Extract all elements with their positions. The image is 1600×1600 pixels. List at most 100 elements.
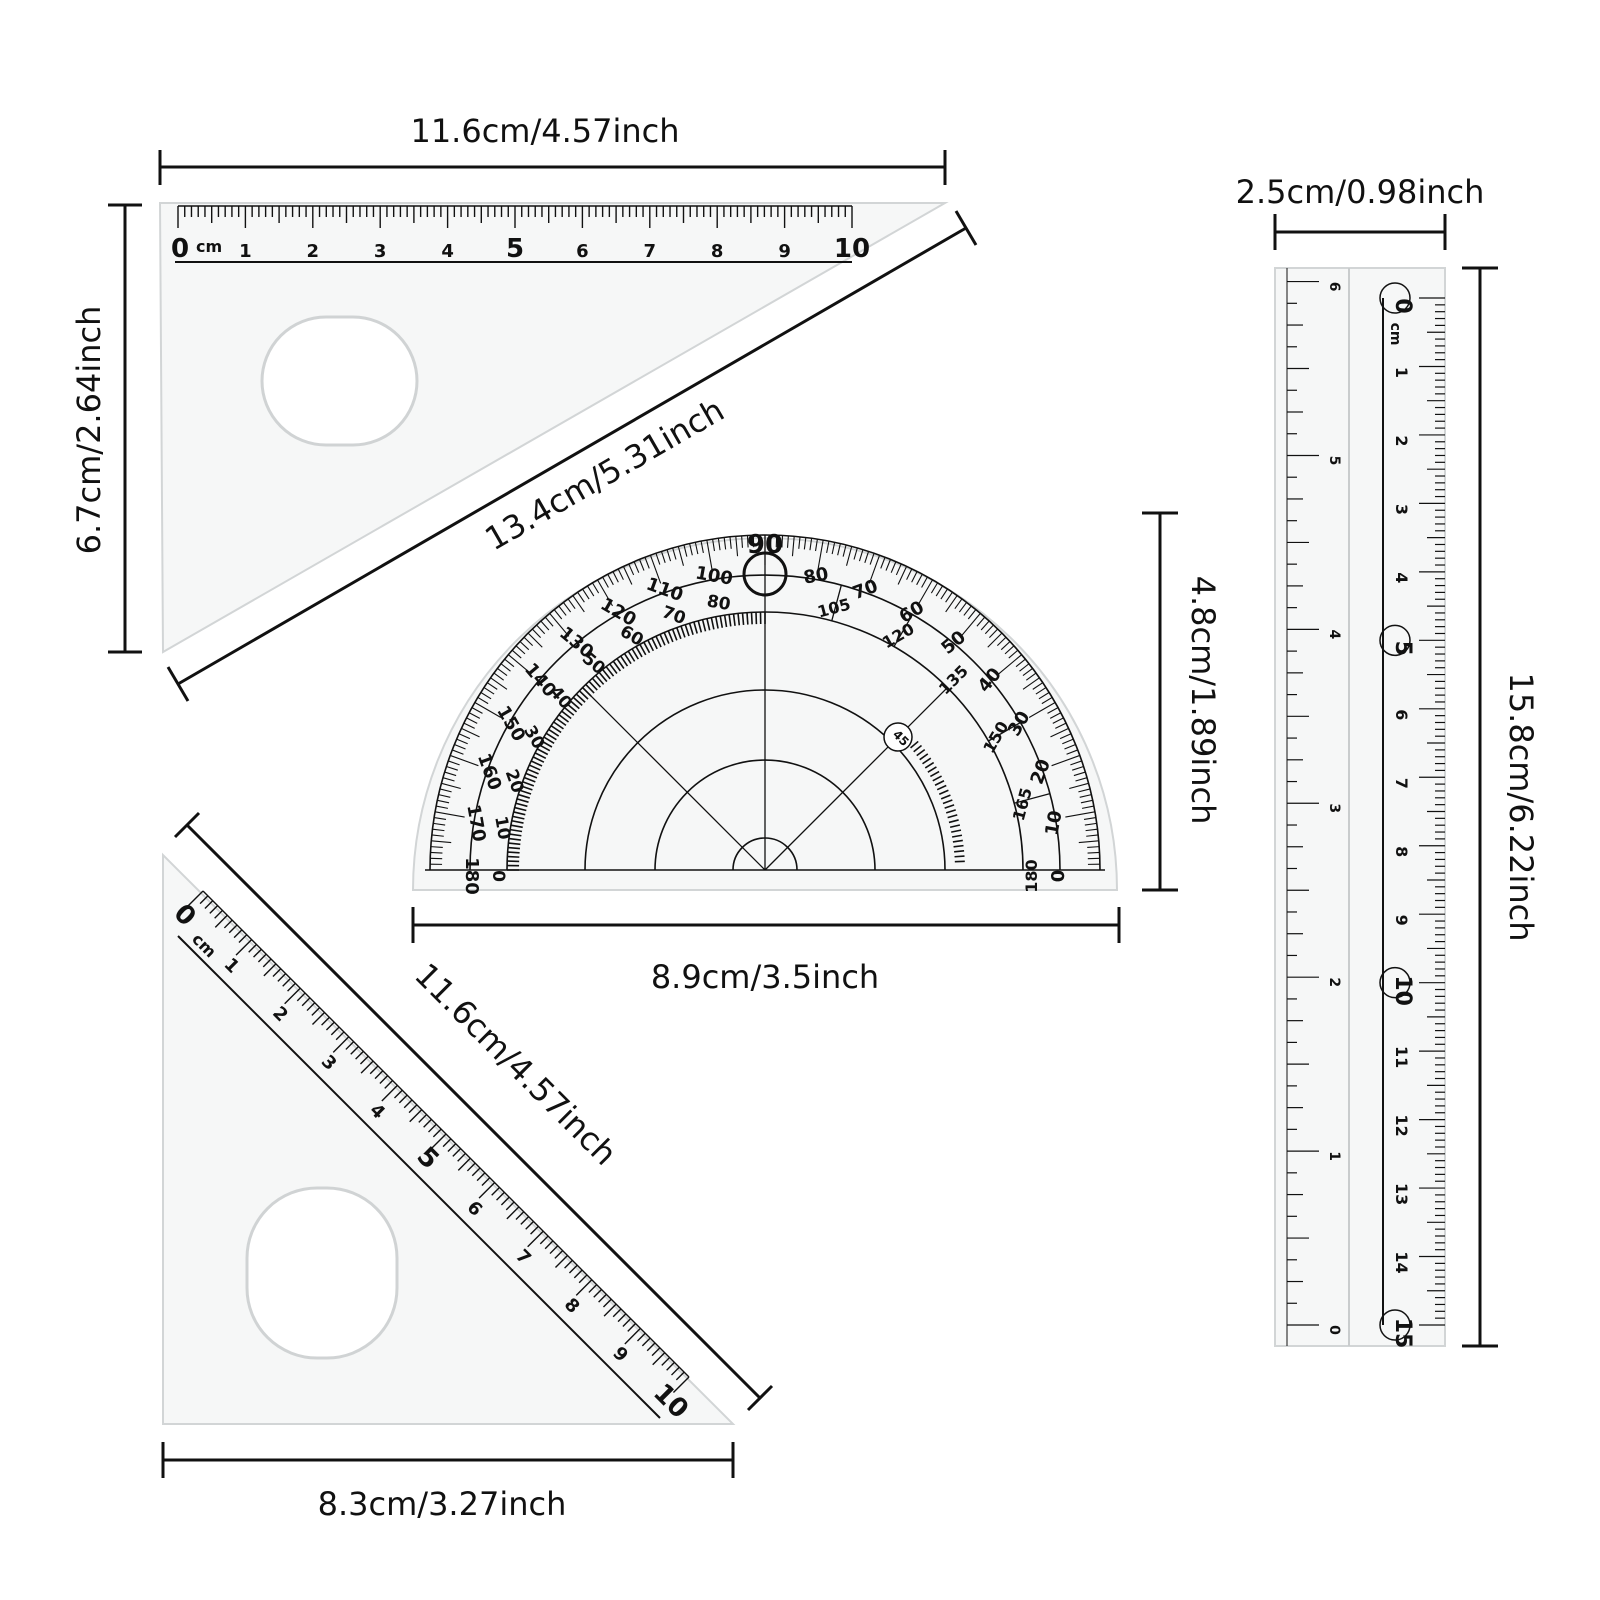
protractor-inner-tick — [508, 842, 521, 846]
protractor-tick — [587, 585, 595, 597]
protractor-inner-tick — [952, 839, 963, 843]
protractor-radial — [764, 687, 948, 871]
ruler-cm-circle — [1379, 1309, 1411, 1341]
protractor-tick — [577, 591, 585, 603]
protractor-tick — [1078, 788, 1091, 793]
tick — [228, 924, 238, 934]
protractor-inner-tick — [701, 619, 707, 632]
protractor-tick — [602, 576, 609, 588]
tick — [457, 1157, 471, 1171]
protractor-tick — [1049, 712, 1062, 719]
protractor-tick — [540, 620, 550, 631]
protractor-tick — [976, 616, 986, 627]
protractor-tick — [430, 851, 443, 854]
protractor-inner-tick — [693, 621, 698, 634]
protractor-inner-tick — [639, 643, 647, 656]
protractor-tick — [531, 628, 542, 639]
protractor-inner-tick — [602, 668, 611, 680]
protractor-inner-tick — [616, 658, 625, 669]
protractor-tick — [963, 605, 972, 616]
tick — [204, 900, 214, 909]
protractor-tick — [436, 805, 449, 809]
protractor-tick — [897, 566, 908, 585]
protractor-inner-tick — [944, 804, 955, 809]
tick — [369, 1065, 379, 1075]
protractor-inner-tick — [932, 775, 942, 782]
scale-number-2: 2 — [307, 241, 320, 262]
protractor-tick — [1000, 641, 1011, 651]
protractor-tick — [597, 579, 613, 607]
protractor-tick — [508, 654, 532, 675]
protractor-inner-tick — [575, 693, 586, 703]
protractor-tick — [781, 535, 784, 548]
protractor-inner-tick — [680, 625, 686, 638]
protractor-tick — [666, 549, 672, 562]
scale-number-5: 5 — [506, 234, 524, 264]
protractor-tick — [450, 754, 479, 767]
protractor-inner-tick — [627, 650, 636, 662]
tick — [403, 1099, 413, 1109]
protractor-inner-tick — [929, 770, 940, 778]
protractor-inner-tick — [536, 748, 549, 756]
scale-number-10: 10 — [834, 234, 870, 264]
protractor-tick — [1062, 738, 1074, 745]
straight-ruler-ticks — [1286, 268, 1445, 1346]
scale-number-7: 7 — [644, 241, 657, 262]
protractor-tick — [1070, 760, 1082, 766]
protractor-inner-tick — [569, 700, 580, 710]
protractor-inner-number-10: 10 — [490, 815, 514, 842]
tick — [253, 948, 262, 958]
protractor-number-180: 180 — [461, 857, 482, 895]
tick — [515, 1211, 525, 1221]
protractor-inner-tick — [746, 612, 749, 625]
protractor-tick — [1059, 733, 1072, 740]
protractor-tick — [567, 598, 576, 610]
ruler-cm-number-13: 13 — [1392, 1183, 1411, 1205]
protractor-inner-tick — [550, 725, 562, 734]
tick — [345, 1041, 355, 1050]
tick — [235, 939, 253, 956]
tick — [646, 1342, 656, 1352]
tick — [381, 1084, 398, 1102]
protractor-tick — [967, 609, 977, 620]
protractor-inner-tick — [585, 683, 595, 694]
tick — [409, 1109, 423, 1123]
protractor-90-marker — [742, 551, 788, 597]
tick — [598, 1293, 607, 1303]
protractor-tick — [717, 538, 721, 551]
protractor-tick — [723, 537, 727, 550]
protractor-tick — [672, 547, 677, 560]
protractor-inner-tick — [553, 721, 564, 730]
tick — [284, 987, 301, 1005]
tick — [429, 1133, 447, 1151]
protractor-inner-tick — [509, 833, 522, 837]
protractor-inner-tick — [532, 756, 545, 763]
protractor-tick — [660, 551, 666, 563]
tick — [617, 1313, 627, 1323]
protractor-inner-tick — [523, 776, 536, 783]
tick — [672, 1376, 690, 1394]
protractor-tick — [463, 722, 475, 729]
protractor-inner-tick — [516, 798, 529, 803]
protractor-inner-tick — [922, 757, 932, 765]
tick — [675, 1371, 685, 1381]
ruler-cm-number-3: 3 — [1392, 504, 1411, 515]
protractor-tick — [917, 579, 933, 607]
protractor-inner-tick — [591, 677, 601, 688]
protractor-tick — [735, 536, 739, 557]
tick — [554, 1255, 568, 1269]
triangle-large-unit: cm — [196, 237, 222, 256]
tick — [321, 1016, 330, 1026]
protractor-tick — [853, 547, 858, 560]
protractor-inner-tick — [940, 794, 951, 800]
tick — [398, 1094, 408, 1104]
protractor-inner-tick — [732, 613, 736, 626]
ruler-cm-number-2: 2 — [1392, 435, 1411, 446]
protractor-inner-tick — [697, 620, 703, 633]
ruler-cm-circle — [1379, 966, 1411, 999]
tick — [539, 1235, 549, 1245]
